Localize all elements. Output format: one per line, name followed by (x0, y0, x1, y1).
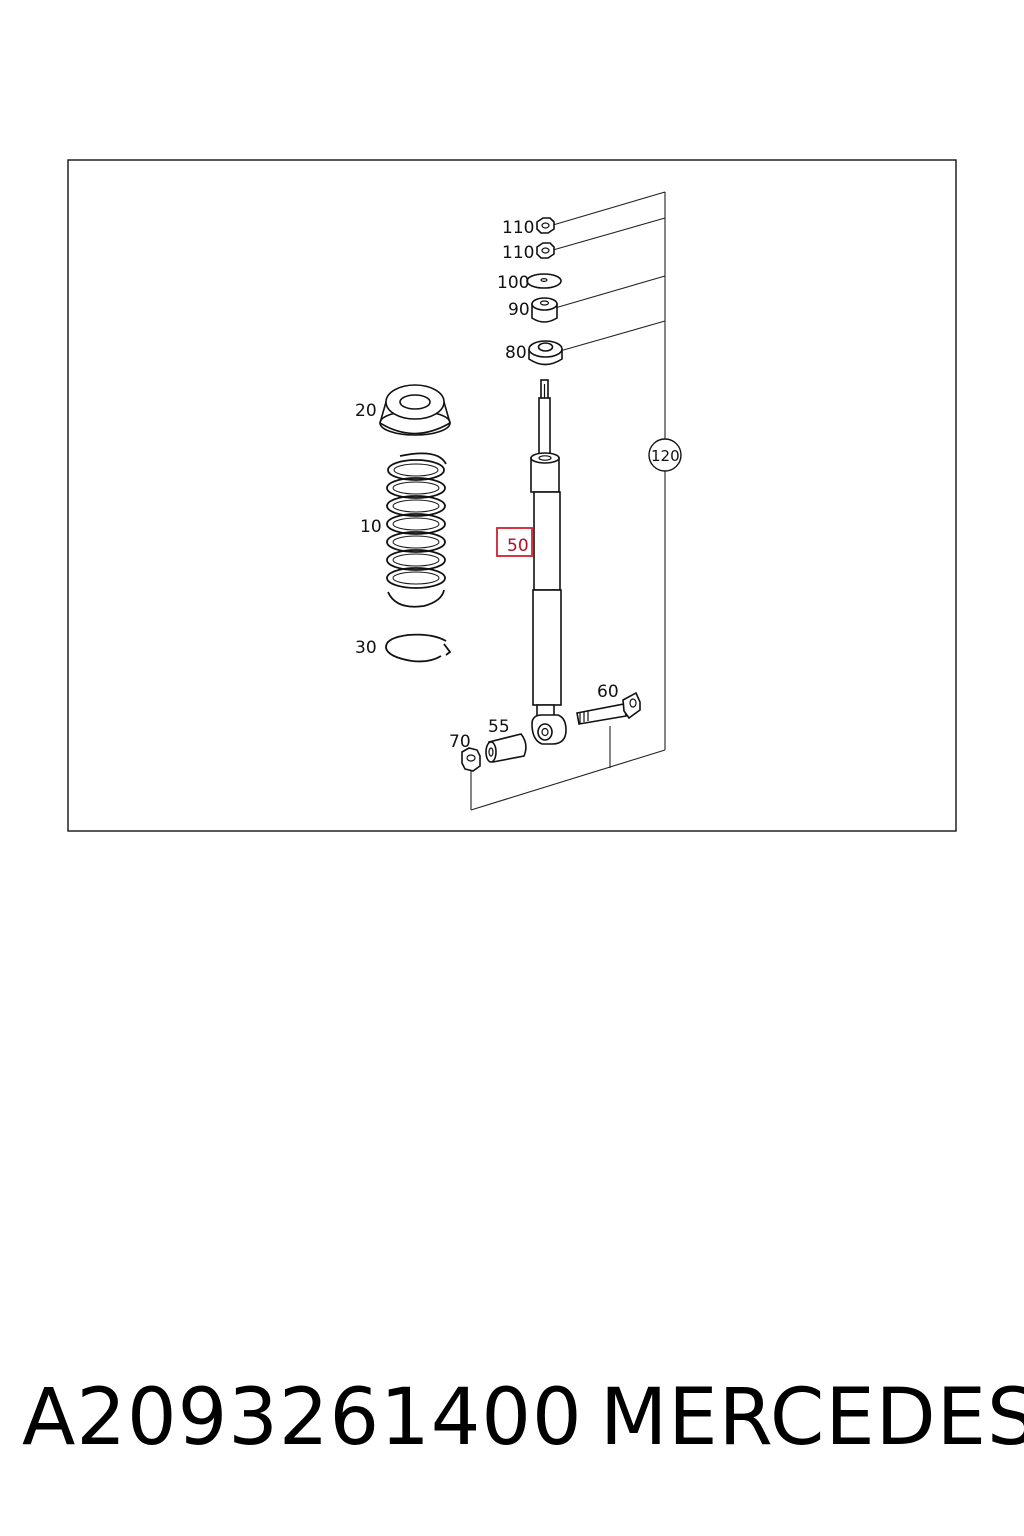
washer-100 (526, 273, 562, 289)
label-30: 30 (355, 638, 377, 658)
highlight-box-50 (496, 527, 533, 557)
label-80: 80 (505, 343, 527, 363)
bolt-60 (576, 691, 641, 725)
nut-70 (461, 747, 481, 772)
spring-seat-20 (379, 384, 451, 436)
callout-circle-120 (648, 438, 682, 472)
label-100: 100 (497, 273, 529, 293)
nut-110-top (536, 217, 555, 234)
label-70: 70 (449, 732, 471, 752)
label-90: 90 (508, 300, 530, 320)
mount-80 (528, 340, 563, 366)
label-55: 55 (488, 717, 510, 737)
diagram-frame (67, 159, 957, 832)
part-number: A2093261400 (22, 1373, 583, 1463)
footer: A2093261400 MERCEDES (0, 1370, 1024, 1480)
nut-110-bottom (536, 242, 555, 259)
bushing-90 (531, 297, 558, 323)
sleeve-55 (485, 733, 527, 763)
label-110-bottom: 110 (502, 243, 534, 263)
label-20: 20 (355, 401, 377, 421)
retaining-ring-30 (385, 633, 452, 663)
label-10: 10 (360, 517, 382, 537)
coil-spring-10 (386, 452, 447, 608)
brand-name: MERCEDES (600, 1373, 1024, 1463)
label-120: 120 (651, 447, 680, 465)
label-110-top: 110 (502, 218, 534, 238)
shock-absorber-50 (530, 379, 567, 745)
label-60: 60 (597, 682, 619, 702)
label-50: 50 (507, 536, 529, 556)
